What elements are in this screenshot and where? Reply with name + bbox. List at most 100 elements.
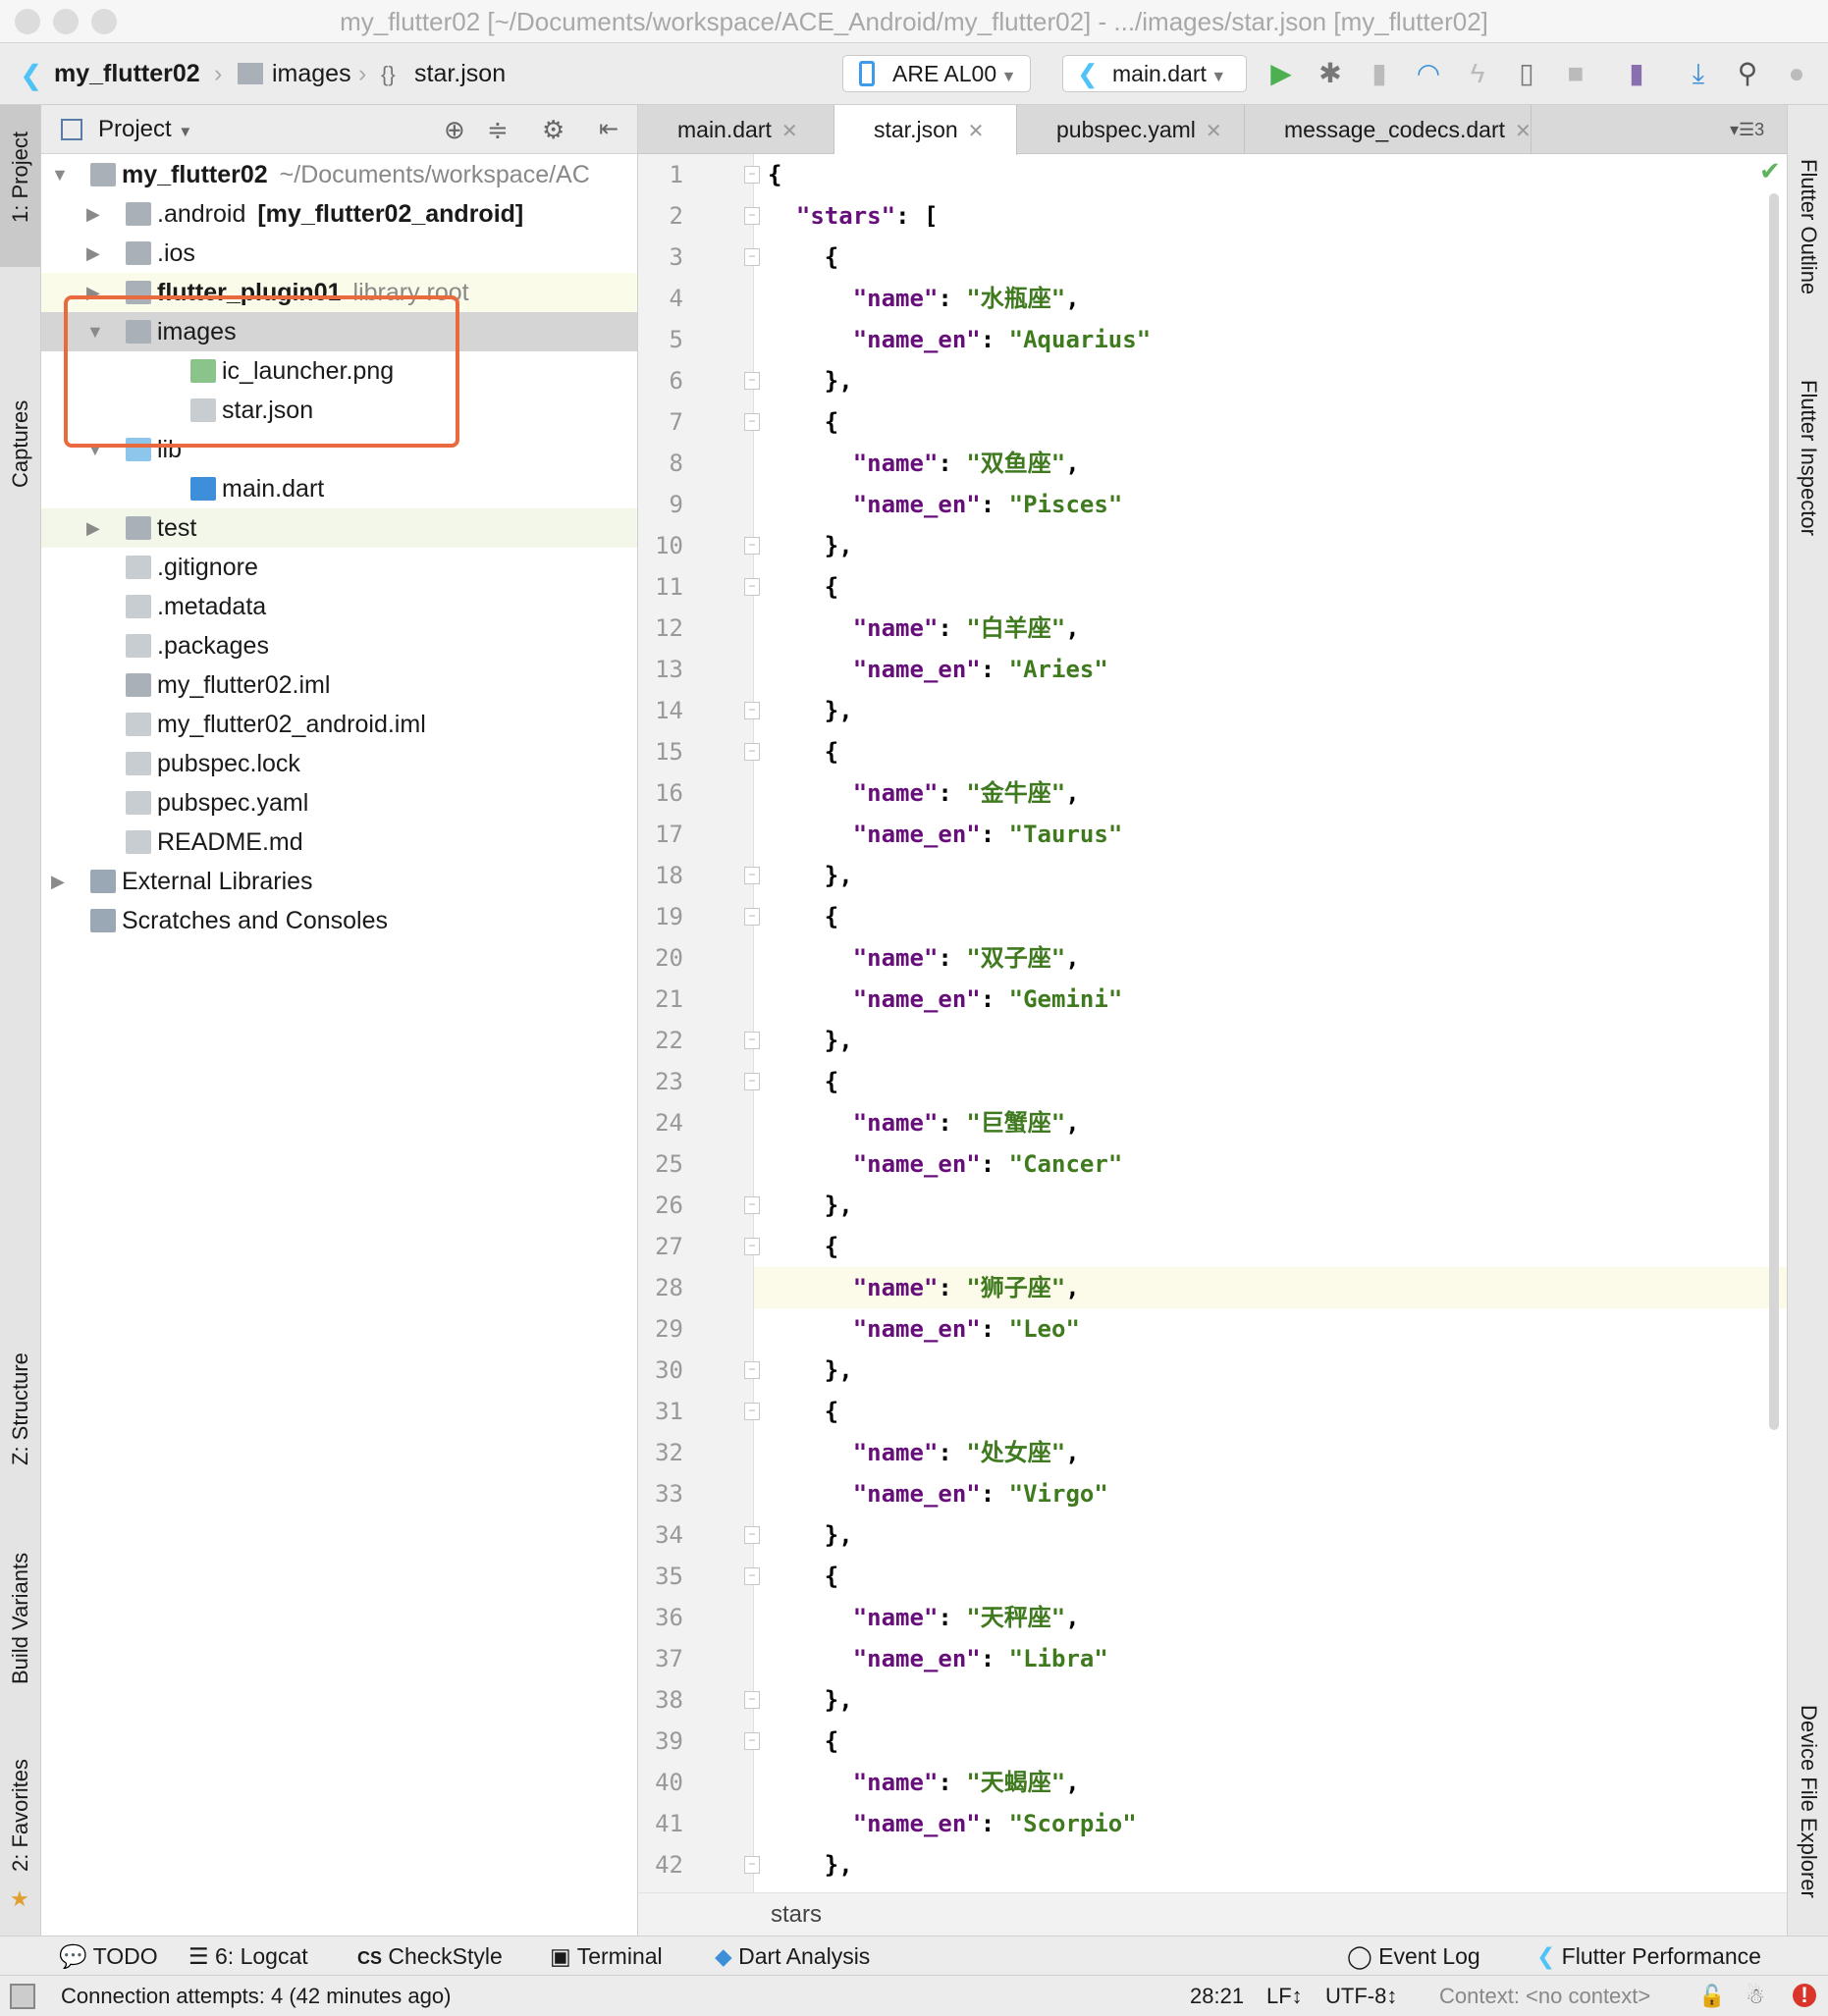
fold-open-icon[interactable]: −: [744, 413, 760, 431]
fold-open-icon[interactable]: −: [744, 578, 760, 596]
fold-close-icon[interactable]: −: [744, 372, 760, 390]
fold-close-icon[interactable]: −: [744, 867, 760, 884]
tab-main-dart[interactable]: main.dart✕: [638, 105, 834, 154]
fold-open-icon[interactable]: −: [744, 743, 760, 761]
tree-item[interactable]: main.dart: [41, 469, 637, 508]
expanded-arrow-icon[interactable]: ▼: [86, 440, 104, 459]
maximize-window-button[interactable]: [91, 9, 117, 34]
hide-panel-icon[interactable]: ⇤: [599, 116, 619, 142]
tree-item[interactable]: my_flutter02.iml: [41, 665, 637, 705]
search-icon[interactable]: ⚲: [1737, 58, 1758, 88]
fold-close-icon[interactable]: −: [744, 1856, 760, 1874]
tree-item[interactable]: ▶.ios: [41, 234, 637, 273]
collapse-all-icon[interactable]: ≑: [487, 115, 509, 144]
fold-close-icon[interactable]: −: [744, 1526, 760, 1544]
terminal-button[interactable]: ▣ Terminal: [550, 1936, 663, 1976]
expanded-arrow-icon[interactable]: ▼: [51, 165, 69, 185]
fold-open-icon[interactable]: −: [744, 207, 760, 225]
fold-open-icon[interactable]: −: [744, 908, 760, 926]
breadcrumb-project[interactable]: my_flutter02: [54, 60, 200, 87]
fold-close-icon[interactable]: −: [744, 1361, 760, 1379]
collapsed-arrow-icon[interactable]: ▶: [86, 243, 100, 263]
breadcrumb-stars[interactable]: stars: [771, 1901, 823, 1928]
fold-open-icon[interactable]: −: [744, 166, 760, 184]
fold-close-icon[interactable]: −: [744, 537, 760, 555]
fold-close-icon[interactable]: −: [744, 1196, 760, 1214]
status-message[interactable]: Connection attempts: 4 (42 minutes ago): [61, 1984, 452, 2008]
lightning-icon[interactable]: ϟ: [1470, 58, 1485, 88]
close-tab-icon[interactable]: ✕: [1205, 121, 1222, 142]
tree-item[interactable]: pubspec.lock: [41, 744, 637, 783]
sdk-manager-icon[interactable]: ⤓: [1692, 58, 1705, 88]
collapsed-arrow-icon[interactable]: ▶: [86, 283, 100, 302]
fold-open-icon[interactable]: −: [744, 1732, 760, 1750]
debug-icon[interactable]: ✱: [1318, 58, 1342, 88]
tree-item[interactable]: ▼my_flutter02~/Documents/workspace/AC: [41, 155, 637, 194]
expanded-arrow-icon[interactable]: ▼: [86, 322, 104, 342]
fold-open-icon[interactable]: −: [744, 1567, 760, 1585]
tree-item[interactable]: ▶test: [41, 508, 637, 548]
profile-icon[interactable]: ▮: [1371, 58, 1387, 88]
tool-tab-favorites[interactable]: 2: Favorites: [8, 1759, 32, 1872]
flutter-performance-button[interactable]: ❮ Flutter Performance: [1536, 1936, 1761, 1976]
device-mirror-icon[interactable]: ▯: [1519, 58, 1534, 88]
checkstyle-button[interactable]: CS CheckStyle: [357, 1936, 503, 1978]
collapsed-arrow-icon[interactable]: ▶: [51, 872, 65, 891]
project-view-selector[interactable]: Project ▼: [98, 105, 192, 157]
tool-tab-project[interactable]: 1: Project: [8, 132, 32, 223]
hot-reload-icon[interactable]: ◠: [1416, 58, 1441, 88]
minimize-window-button[interactable]: [53, 9, 79, 34]
collapsed-arrow-icon[interactable]: ▶: [86, 204, 100, 224]
tree-item[interactable]: pubspec.yaml: [41, 783, 637, 822]
settings-gear-icon[interactable]: ⚙: [542, 115, 565, 144]
fold-open-icon[interactable]: −: [744, 248, 760, 266]
tree-item[interactable]: ic_launcher.png: [41, 351, 637, 391]
vertical-scrollbar[interactable]: [1769, 193, 1779, 1430]
cursor-position[interactable]: 28:21: [1190, 1984, 1245, 2008]
tree-item[interactable]: my_flutter02_android.iml: [41, 705, 637, 744]
tree-item[interactable]: star.json: [41, 391, 637, 430]
logcat-button[interactable]: ☰ 6: Logcat: [188, 1936, 308, 1976]
tab-star-json[interactable]: star.json✕: [834, 105, 1017, 155]
todo-button[interactable]: 💬 TODO: [59, 1936, 158, 1976]
tab-pubspec-yaml[interactable]: pubspec.yaml✕: [1017, 105, 1245, 154]
line-separator[interactable]: LF↕: [1266, 1984, 1303, 2008]
tree-item[interactable]: Scratches and Consoles: [41, 901, 637, 940]
tree-item[interactable]: README.md: [41, 822, 637, 862]
tree-item[interactable]: ▼images: [41, 312, 637, 351]
tool-tab-flutter-outline[interactable]: Flutter Outline: [1797, 159, 1821, 295]
fold-close-icon[interactable]: −: [744, 1691, 760, 1709]
error-icon[interactable]: !: [1793, 1984, 1816, 2007]
run-icon[interactable]: ▶: [1270, 58, 1292, 88]
collapsed-arrow-icon[interactable]: ▶: [86, 518, 100, 538]
tab-overflow-button[interactable]: ▾☰3: [1730, 120, 1765, 139]
fold-close-icon[interactable]: −: [744, 702, 760, 719]
fold-open-icon[interactable]: −: [744, 1403, 760, 1420]
toggle-tool-windows-icon[interactable]: [10, 1984, 35, 2009]
tool-tab-flutter-inspector[interactable]: Flutter Inspector: [1797, 380, 1821, 536]
stop-icon[interactable]: ■: [1567, 58, 1585, 88]
user-icon[interactable]: ●: [1788, 58, 1805, 88]
locate-icon[interactable]: ⊕: [444, 115, 465, 144]
fold-close-icon[interactable]: −: [744, 1032, 760, 1049]
close-window-button[interactable]: [15, 9, 40, 34]
fold-open-icon[interactable]: −: [744, 1238, 760, 1255]
fold-open-icon[interactable]: −: [744, 1073, 760, 1090]
inspector-icon[interactable]: ☃: [1746, 1984, 1765, 2008]
lock-icon[interactable]: 🔓: [1698, 1984, 1726, 2008]
code-area[interactable]: −{− "stars": [− { "name": "水瓶座", "name_e…: [638, 154, 1787, 1892]
device-selector[interactable]: ARE AL00 ▼: [842, 55, 1031, 92]
tool-tab-build-variants[interactable]: Build Variants: [8, 1552, 32, 1684]
tree-item[interactable]: ▶.android[my_flutter02_android]: [41, 194, 637, 234]
breadcrumb-file[interactable]: star.json: [414, 60, 507, 87]
tree-item[interactable]: ▼lib: [41, 430, 637, 469]
tool-tab-structure[interactable]: Z: Structure: [8, 1353, 32, 1465]
close-tab-icon[interactable]: ✕: [1515, 121, 1532, 142]
close-tab-icon[interactable]: ✕: [967, 121, 985, 142]
tree-item[interactable]: .gitignore: [41, 548, 637, 587]
avd-manager-icon[interactable]: ▮: [1629, 58, 1644, 88]
tree-item[interactable]: .metadata: [41, 587, 637, 626]
file-encoding[interactable]: UTF-8↕: [1325, 1984, 1398, 2008]
tree-item[interactable]: ▶External Libraries: [41, 862, 637, 901]
